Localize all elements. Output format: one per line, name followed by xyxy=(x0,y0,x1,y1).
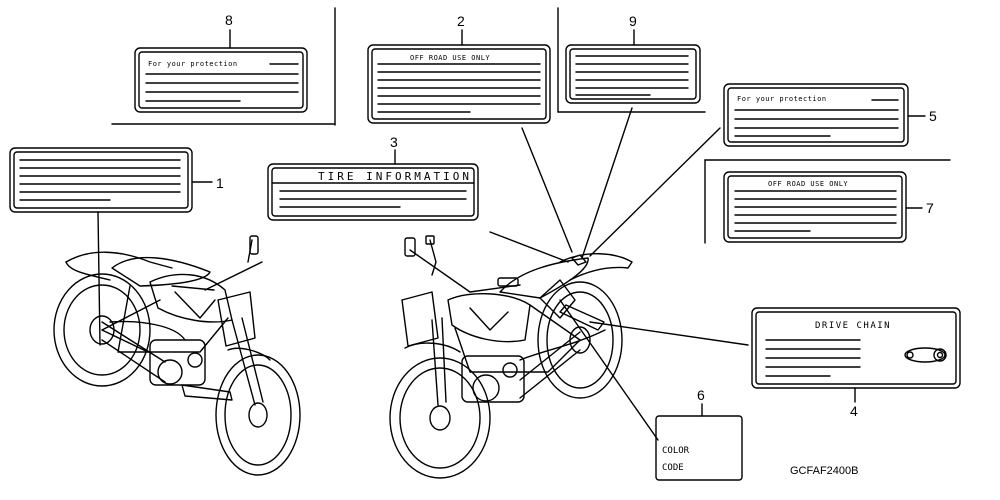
label-3-group[interactable]: TIRE INFORMATION 3 xyxy=(267,134,479,221)
label-2-group[interactable]: OFF ROAD USE ONLY 2 xyxy=(367,13,551,124)
label-1-outer xyxy=(9,147,193,213)
label-1-inner xyxy=(13,151,189,209)
leader-9-to-bike xyxy=(581,107,633,259)
label-6-group[interactable]: COLOR CODE 6 xyxy=(655,387,743,481)
callout-number-6: 6 xyxy=(697,387,705,403)
label-6-box xyxy=(655,415,743,481)
motorcycle-right-illustration xyxy=(389,235,633,479)
label-9-group[interactable]: 9 xyxy=(557,7,706,113)
motorcycle-left-illustration xyxy=(53,235,301,476)
label-6-line-2: CODE xyxy=(662,463,684,473)
callout-number-2: 2 xyxy=(457,13,465,29)
label-7-group[interactable]: OFF ROAD USE ONLY 7 xyxy=(704,159,951,244)
chain-sprocket-icon xyxy=(904,347,947,363)
leader-3-to-bike xyxy=(489,231,569,263)
callout-number-7: 7 xyxy=(926,200,934,216)
callout-number-3: 3 xyxy=(390,134,398,150)
callout-number-5: 5 xyxy=(929,108,937,124)
label-8-outer xyxy=(134,47,308,113)
label-5-outer xyxy=(723,83,909,147)
label-2-inner xyxy=(371,48,547,120)
label-8-text: For your protection xyxy=(148,60,238,68)
leader-4-to-bike xyxy=(589,321,749,346)
label-4-inner xyxy=(755,311,957,385)
label-4-outer xyxy=(751,307,961,389)
leader-6-to-bike xyxy=(559,299,659,441)
label-2-text: OFF ROAD USE ONLY xyxy=(410,54,490,62)
label-9-inner xyxy=(569,48,697,100)
reference-code: GCFAF2400B xyxy=(790,465,858,477)
callout-number-9: 9 xyxy=(629,13,637,29)
leader-lines-right-bike xyxy=(489,107,749,441)
label-7-text: OFF ROAD USE ONLY xyxy=(768,180,848,188)
label-4-text: DRIVE CHAIN xyxy=(815,321,891,331)
label-8-group[interactable]: For your protection 8 xyxy=(111,7,336,126)
label-3-text: TIRE INFORMATION xyxy=(318,170,472,183)
label-9-outer xyxy=(565,44,701,104)
callout-number-1: 1 xyxy=(216,175,224,191)
leader-5-to-bike xyxy=(589,127,721,257)
label-7-outer xyxy=(723,171,907,243)
label-1-group[interactable]: 1 xyxy=(9,147,224,346)
label-5-group[interactable]: For your protection 5 xyxy=(723,83,937,147)
label-3-outer xyxy=(267,163,479,221)
leader-1-to-bike xyxy=(97,211,101,346)
label-2-outer xyxy=(367,44,551,124)
label-6-line-1: COLOR xyxy=(662,446,690,456)
label-4-group[interactable]: DRIVE CHAIN 4 xyxy=(751,307,961,419)
label-5-text: For your protection xyxy=(737,95,827,103)
label-8-inner xyxy=(138,51,304,109)
label-3-inner xyxy=(271,167,475,217)
label-7-inner xyxy=(727,175,903,239)
callout-number-8: 8 xyxy=(225,12,233,28)
label-5-inner xyxy=(727,87,905,143)
leader-2-to-bike xyxy=(521,127,573,253)
callout-number-4: 4 xyxy=(850,403,858,419)
